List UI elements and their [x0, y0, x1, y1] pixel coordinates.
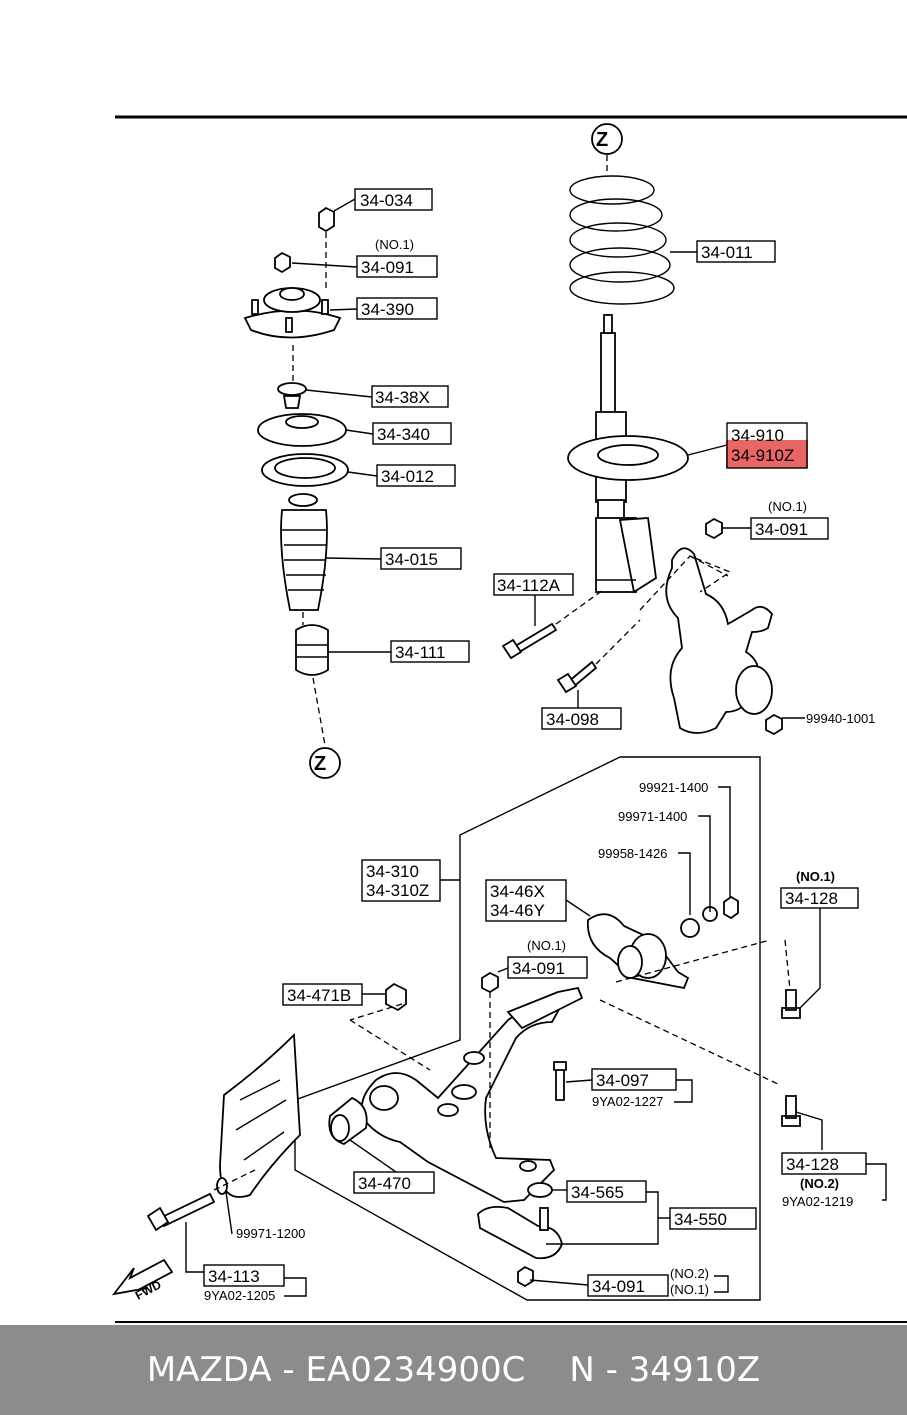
bushing-bracket-34-46x	[587, 913, 690, 990]
label-34-113: 34-113	[208, 1267, 260, 1286]
strut-mount-stack	[243, 206, 349, 779]
bolt-34-128-no1	[781, 989, 801, 1019]
washer-99971-1200	[216, 1177, 228, 1195]
label-34-034: 34-034	[360, 191, 413, 210]
label-no1-c: (NO.1)	[796, 869, 835, 884]
label-34-471b: 34-471B	[287, 986, 351, 1005]
label-34-565: 34-565	[571, 1183, 624, 1202]
z-marker-bottom-label: Z	[314, 753, 326, 775]
lower-arm-assembly	[111, 756, 801, 1301]
part-labels: 34-034 (NO.1) 34-091 34-390 34-38X 34-34…	[133, 129, 876, 1303]
label-34-097: 34-097	[596, 1071, 649, 1090]
label-34-340: 34-340	[377, 425, 430, 444]
label-34-098: 34-098	[546, 710, 599, 729]
label-no1-e: (NO.1)	[670, 1282, 709, 1297]
label-34-091-a: 34-091	[361, 258, 414, 277]
label-34-470: 34-470	[358, 1174, 411, 1193]
dust-boot-34-015	[280, 493, 328, 611]
bolt-34-128-no2	[781, 1095, 801, 1127]
label-34-46y: 34-46Y	[490, 901, 545, 920]
lower-control-arm-34-310	[360, 986, 584, 1203]
z-marker-top	[591, 123, 623, 155]
label-34-38x: 34-38X	[375, 388, 430, 407]
subframe	[219, 1032, 301, 1198]
washer-99958	[680, 918, 700, 938]
nut-34-091	[274, 251, 291, 274]
nut-34-471b	[385, 982, 407, 1012]
bump-stopper-34-111	[295, 624, 329, 676]
part-number-footer: MAZDA - EA0234900C N - 34910Z	[0, 1325, 907, 1415]
label-99971-1400: 99971-1400	[618, 809, 687, 824]
label-34-112a: 34-112A	[497, 576, 561, 595]
label-34-128-b: 34-128	[786, 1155, 839, 1174]
label-34-091-b: 34-091	[755, 520, 808, 539]
nut-99921	[723, 895, 739, 920]
coil-spring-34-011	[569, 175, 675, 305]
spring-and-shock	[501, 123, 783, 736]
part-number: N - 34910Z	[569, 1350, 761, 1390]
label-34-091-d: 34-091	[592, 1277, 645, 1296]
nut-34-091-strut	[705, 517, 723, 540]
bolt-34-112a	[501, 622, 558, 660]
leader-lines	[185, 198, 887, 1297]
label-34-091-c: 34-091	[512, 959, 565, 978]
washer-34-38x	[277, 382, 307, 396]
label-no2-b: (NO.2)	[670, 1266, 709, 1281]
shock-absorber-34-910	[567, 314, 689, 594]
bolt-34-097	[553, 1061, 567, 1101]
label-34-015: 34-015	[385, 550, 438, 569]
label-no1-b: (NO.1)	[768, 499, 807, 514]
nut-34-091-arm	[481, 971, 499, 994]
label-9ya02-1219: 9YA02-1219	[782, 1194, 853, 1209]
label-9ya02-1227: 9YA02-1227	[592, 1094, 663, 1109]
label-34-550: 34-550	[674, 1210, 727, 1229]
bolt-34-113	[146, 1192, 216, 1232]
label-34-310z: 34-310Z	[366, 881, 429, 900]
bolt-34-098	[556, 660, 598, 694]
fwd-arrow-icon	[111, 1258, 174, 1296]
label-34-310: 34-310	[366, 862, 419, 881]
nut-34-091-ball	[517, 1265, 534, 1288]
label-34-128-a: 34-128	[785, 889, 838, 908]
label-34-390: 34-390	[361, 300, 414, 319]
label-99921-1400: 99921-1400	[639, 780, 708, 795]
label-34-012: 34-012	[381, 467, 434, 486]
label-no1-a: (NO.1)	[375, 237, 414, 252]
nut-99940	[765, 713, 783, 736]
label-34-011: 34-011	[701, 243, 753, 262]
label-no2-a: (NO.2)	[800, 1176, 839, 1191]
nut-34-034	[318, 206, 335, 233]
label-34-910: 34-910	[731, 426, 784, 445]
bushing-34-470	[328, 1096, 368, 1146]
z-marker-top-label: Z	[596, 129, 608, 151]
steering-knuckle	[639, 547, 773, 734]
label-34-111: 34-111	[395, 643, 445, 662]
label-99971-1200: 99971-1200	[236, 1226, 305, 1241]
label-no1-d: (NO.1)	[527, 938, 566, 953]
parts-diagram: 34-034 (NO.1) 34-091 34-390 34-38X 34-34…	[111, 115, 907, 1323]
label-99958-1426: 99958-1426	[598, 846, 667, 861]
label-9ya02-1205: 9YA02-1205	[204, 1288, 275, 1303]
highlight-34-910z	[726, 440, 808, 468]
label-99940-1001: 99940-1001	[806, 711, 875, 726]
ball-joint-34-550	[477, 1182, 563, 1260]
label-34-46x: 34-46X	[490, 882, 545, 901]
brand-part-code: MAZDA - EA0234900C	[146, 1350, 526, 1390]
label-34-910z: 34-910Z	[731, 446, 794, 465]
z-marker-bottom	[309, 747, 341, 779]
